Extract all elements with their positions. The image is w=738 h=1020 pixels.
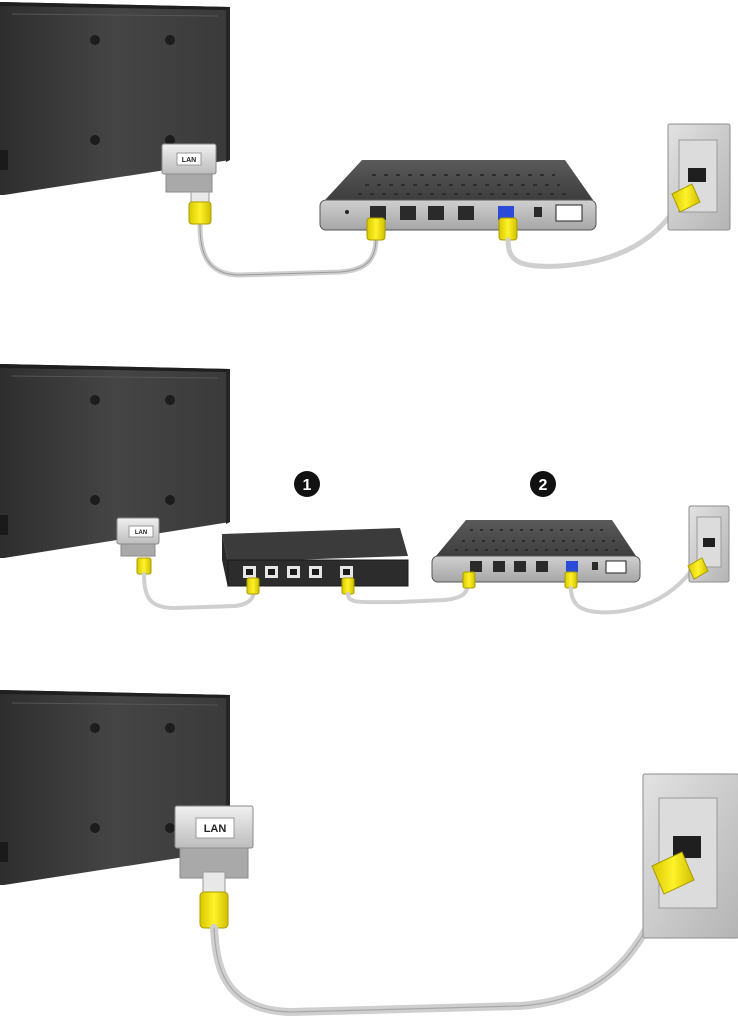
panel-1: LAN: [0, 2, 730, 275]
lan-adapter-icon: LAN: [162, 144, 216, 192]
ethernet-cable: [348, 586, 468, 602]
ethernet-connector-icon: [189, 192, 211, 224]
lan-port-label: LAN: [182, 157, 196, 164]
panel-2: LAN 1: [0, 364, 729, 612]
ethernet-connector-icon: [137, 558, 151, 574]
router-icon: [320, 160, 596, 230]
ethernet-cable: [200, 225, 376, 275]
svg-text:2: 2: [539, 477, 548, 494]
ethernet-connector-icon: [200, 872, 228, 928]
step-marker-2: 2: [530, 471, 556, 497]
lan-port-label: LAN: [204, 823, 227, 835]
panel-3: LAN: [0, 690, 738, 1012]
tv-back-icon: [0, 364, 230, 558]
lan-port-label: LAN: [135, 530, 147, 536]
lan-adapter-icon: LAN: [117, 518, 159, 556]
ethernet-cable: [214, 880, 668, 1012]
wall-jack-icon: [668, 124, 730, 230]
svg-text:1: 1: [303, 477, 312, 494]
lan-adapter-icon: LAN: [175, 806, 253, 878]
wall-jack-icon: [643, 774, 738, 938]
step-marker-1: 1: [294, 471, 320, 497]
